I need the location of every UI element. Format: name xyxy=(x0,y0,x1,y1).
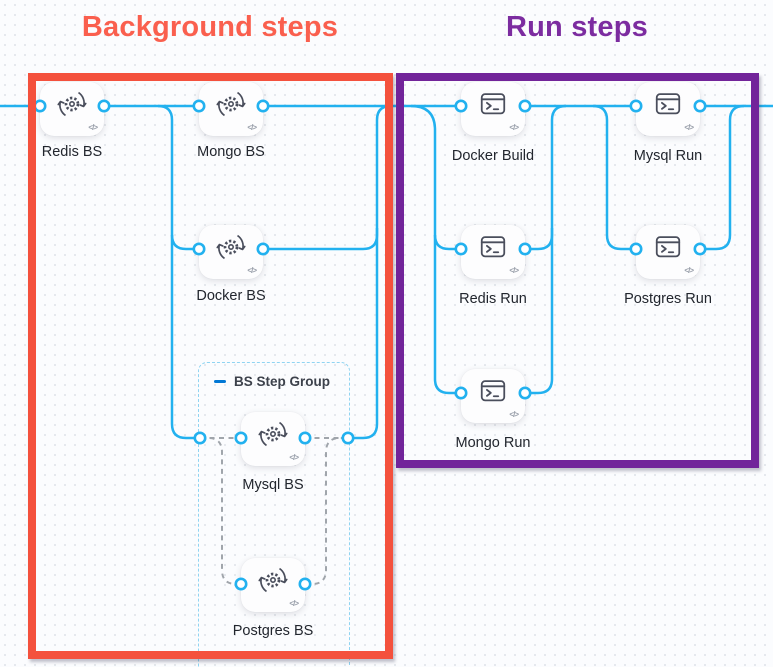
collapse-minus-icon[interactable] xyxy=(214,380,226,383)
code-glyph: </> xyxy=(509,410,519,419)
code-glyph: </> xyxy=(289,453,299,462)
node-card-postgres-bs[interactable]: </> xyxy=(241,558,305,612)
background-steps-title: Background steps xyxy=(81,11,339,43)
node-label-mysql-run: Mysql Run xyxy=(633,148,703,164)
node-label-mysql-bs: Mysql BS xyxy=(242,477,304,493)
code-glyph: </> xyxy=(289,599,299,608)
node-card-redis-bs[interactable]: </> xyxy=(40,82,104,136)
node-label-mongo-bs: Mongo BS xyxy=(197,144,265,160)
node-label-mongo-run: Mongo Run xyxy=(455,435,531,451)
node-label-postgres-bs: Postgres BS xyxy=(232,623,314,639)
node-card-redis-run[interactable]: </> xyxy=(461,225,525,279)
node-label-docker-bs: Docker BS xyxy=(196,288,266,304)
code-glyph: </> xyxy=(247,266,257,275)
node-card-docker-bs[interactable]: </> xyxy=(199,225,263,279)
node-card-mysql-bs[interactable]: </> xyxy=(241,412,305,466)
code-glyph: </> xyxy=(88,123,98,132)
node-card-mysql-run[interactable]: </> xyxy=(636,82,700,136)
code-glyph: </> xyxy=(684,123,694,132)
node-label-redis-bs: Redis BS xyxy=(41,144,103,160)
node-card-mongo-bs[interactable]: </> xyxy=(199,82,263,136)
node-label-redis-run: Redis Run xyxy=(459,291,527,307)
code-glyph: </> xyxy=(684,266,694,275)
code-glyph: </> xyxy=(247,123,257,132)
run-steps-title: Run steps xyxy=(506,11,648,43)
node-card-mongo-run[interactable]: </> xyxy=(461,369,525,423)
bs-step-group-header[interactable]: BS Step Group xyxy=(199,363,349,389)
node-card-postgres-run[interactable]: </> xyxy=(636,225,700,279)
background-steps-annotation-box xyxy=(28,73,393,659)
bs-step-group[interactable]: BS Step Group xyxy=(198,362,350,667)
bs-step-group-label: BS Step Group xyxy=(234,374,331,389)
code-glyph: </> xyxy=(509,266,519,275)
code-glyph: </> xyxy=(509,123,519,132)
node-card-docker-build[interactable]: </> xyxy=(461,82,525,136)
run-steps-annotation-box xyxy=(396,73,759,468)
node-label-docker-build: Docker Build xyxy=(451,148,535,164)
node-label-postgres-run: Postgres Run xyxy=(624,291,712,307)
